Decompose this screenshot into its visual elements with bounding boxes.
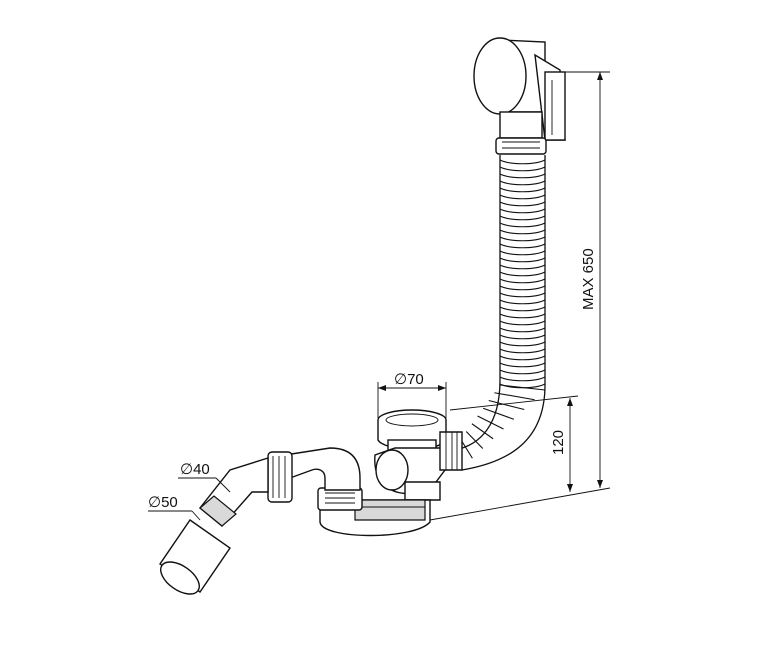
flexible-hose	[454, 155, 546, 471]
dim-overflow-diameter: ∅70	[394, 371, 424, 388]
outlet-elbow	[267, 447, 361, 503]
outlet-pipe	[159, 457, 269, 595]
drain-body	[374, 431, 463, 501]
dimension-lines	[148, 71, 611, 521]
dim-height-max: MAX 650	[580, 248, 597, 310]
overflow-coupling	[495, 111, 547, 155]
trap-siphon	[317, 487, 431, 537]
dim-outlet-large-diameter: ∅50	[148, 494, 178, 511]
dim-outlet-small-diameter: ∅40	[180, 461, 210, 478]
dim-outlet-height: 120	[550, 430, 567, 455]
overflow-cap	[473, 37, 566, 141]
